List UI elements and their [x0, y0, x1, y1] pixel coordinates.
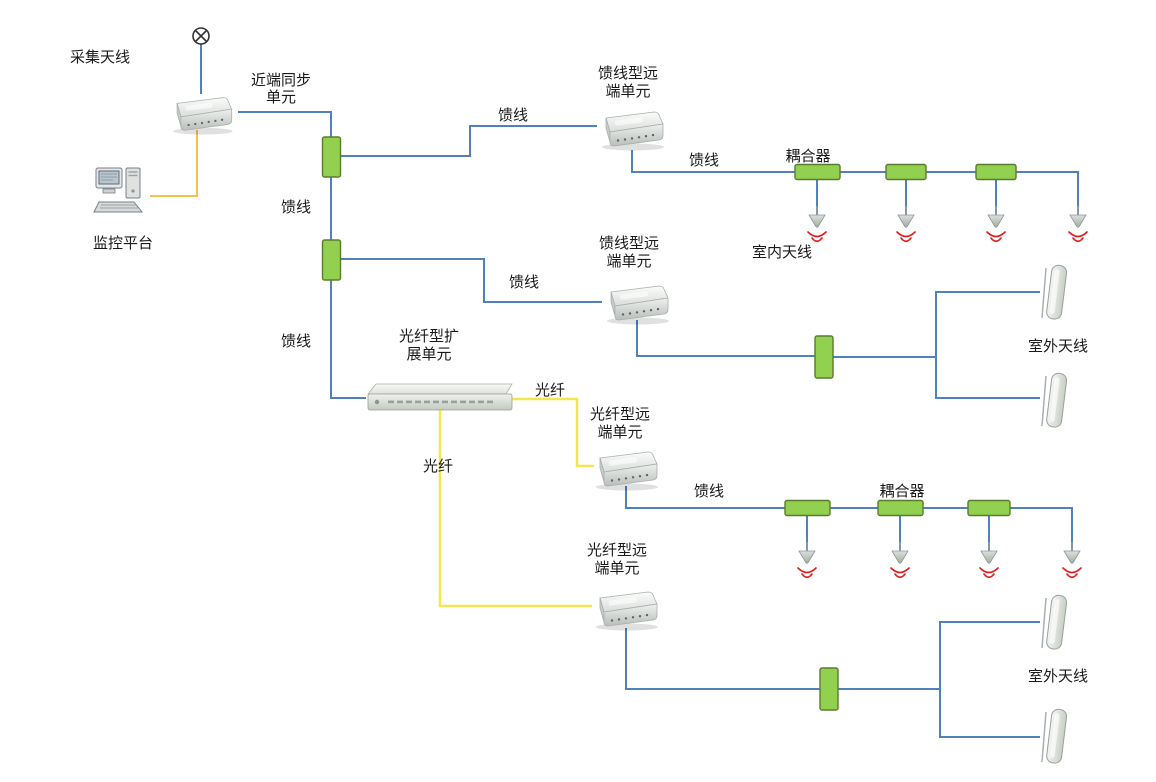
label-feeder-remote-1-line1: 馈线型远: [598, 64, 658, 82]
splitter-4: [819, 667, 839, 711]
feeder-line-splitter1-to-feeder-remote1: [340, 125, 597, 157]
fiber-remote-unit-2-device: [595, 591, 659, 631]
label-fiber-remote-2-line1: 光纤型远: [587, 541, 647, 559]
feeder-remote-unit-2-device: [606, 285, 670, 325]
label-indoor-antenna: 室内天线: [752, 243, 812, 261]
label-feeder-6: 馈线: [694, 482, 724, 500]
label-fiber-expansion-line1: 光纤型扩: [399, 327, 459, 345]
fiber-expansion-unit-device: [367, 383, 513, 411]
feeder-line-splitter2-to-expansion-unit: [330, 280, 366, 399]
feeder-remote-unit-1-device: [601, 111, 665, 151]
label-feeder-remote-2-line1: 馈线型远: [599, 234, 659, 252]
label-feeder-remote-1-line2: 端单元: [605, 82, 650, 100]
splitter-1: [321, 136, 342, 178]
feeder-line-fiber-remote2-to-splitter4: [625, 628, 820, 690]
feeder-lines-splitter3-to-outdoor-antennas: [833, 291, 1040, 399]
fiber-line-expansion-to-fiber-remote1: [510, 397, 594, 468]
feeder-trunk-coupler-row2: [625, 486, 1073, 542]
label-feeder-3: 馈线: [689, 151, 719, 169]
monitor-computer-icon: [93, 167, 143, 213]
indoor-antenna-6: [890, 542, 910, 579]
coupler-1: [794, 163, 841, 181]
label-feeder-4: 馈线: [509, 273, 539, 291]
label-feeder-2: 馈线: [281, 198, 311, 216]
coupler-4: [784, 499, 831, 517]
label-fiber-expansion-line2: 展单元: [406, 345, 451, 363]
coupler-3: [975, 163, 1017, 181]
fiber-line-expansion-to-fiber-remote2: [438, 410, 592, 608]
coupler-6: [967, 499, 1011, 517]
label-fiber-remote-1-line1: 光纤型远: [590, 405, 650, 423]
feeder-line-near-end-to-splitter1: [238, 111, 332, 137]
label-fiber-remote-2-line2: 端单元: [594, 559, 639, 577]
label-collect-antenna: 采集天线: [70, 48, 130, 66]
collect-antenna-icon: [192, 27, 210, 45]
feeder-trunk-coupler-row1: [631, 150, 1079, 206]
label-fiber-remote-1-line2: 端单元: [597, 423, 642, 441]
indoor-antenna-7: [979, 542, 999, 579]
indoor-antenna-2: [896, 206, 916, 243]
indoor-antenna-5: [797, 542, 817, 579]
indoor-antenna-4: [1068, 206, 1088, 243]
indoor-antenna-8: [1062, 542, 1082, 579]
label-coupler-row1: 耦合器: [785, 147, 830, 165]
coupler-5: [877, 499, 924, 517]
outdoor-antenna-2: [1041, 371, 1069, 429]
coupler-drop-lines-row2: [806, 515, 990, 542]
outdoor-antenna-4: [1041, 707, 1069, 765]
label-fiber-2: 光纤: [423, 457, 453, 475]
label-near-end-unit-line1: 近端同步: [251, 71, 311, 89]
indoor-antenna-3: [986, 206, 1006, 243]
splitter-2: [321, 239, 342, 281]
label-feeder-1: 馈线: [498, 106, 528, 124]
feeder-lines-splitter4-to-outdoor-antennas: [838, 621, 1040, 738]
fiber-remote-unit-1-device: [595, 451, 659, 491]
indoor-antenna-1: [807, 206, 827, 243]
power-line-monitor-to-near-end: [150, 130, 198, 197]
label-coupler-row2: 耦合器: [879, 482, 924, 500]
label-monitor-platform: 监控平台: [93, 234, 153, 252]
label-outdoor-antenna-1: 室外天线: [1028, 337, 1088, 355]
label-near-end-unit-line2: 单元: [266, 88, 296, 106]
feeder-line-splitter2-to-feeder-remote2: [340, 258, 602, 303]
coupler-2: [885, 163, 927, 181]
label-fiber-1: 光纤: [535, 381, 565, 399]
near-end-sync-unit-device: [172, 97, 234, 136]
label-feeder-5: 馈线: [281, 332, 311, 350]
coupler-drop-lines-row1: [816, 180, 997, 206]
outdoor-antenna-1: [1041, 263, 1069, 321]
label-outdoor-antenna-2: 室外天线: [1028, 667, 1088, 685]
outdoor-antenna-3: [1041, 593, 1069, 651]
feeder-line-feeder-remote2-to-splitter3: [636, 320, 815, 357]
label-feeder-remote-2-line2: 端单元: [606, 252, 651, 270]
splitter-3: [814, 335, 834, 379]
